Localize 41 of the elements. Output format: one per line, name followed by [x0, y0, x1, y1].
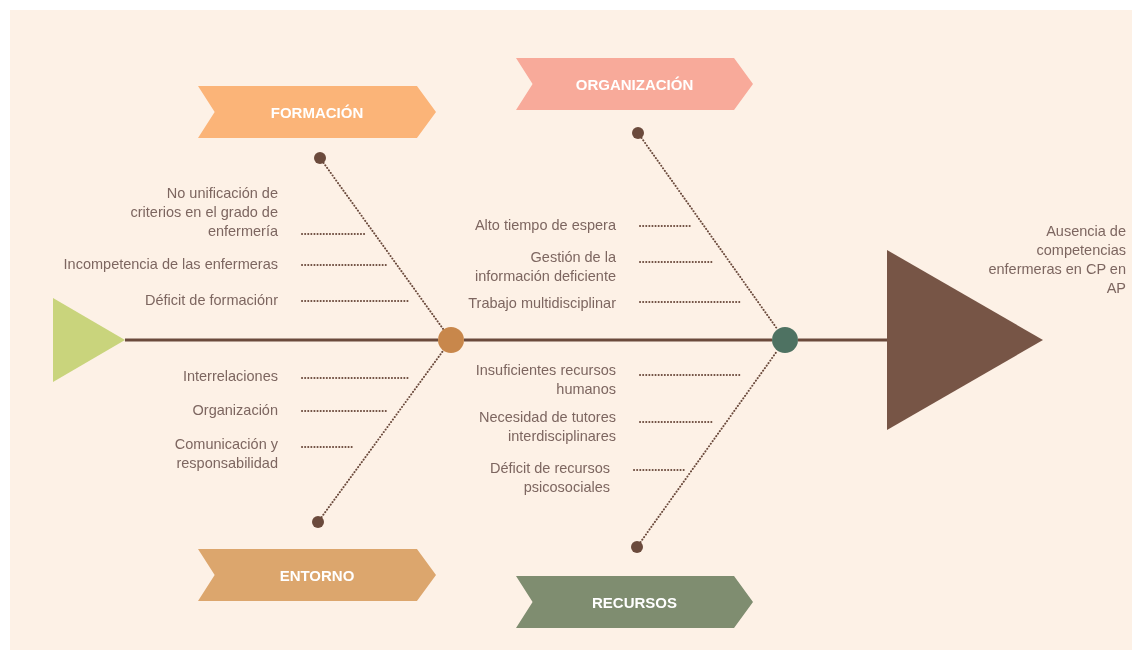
spine-line	[798, 338, 887, 342]
spine-line	[464, 338, 772, 342]
category-label: ORGANIZACIÓN	[574, 75, 695, 93]
leader-line	[301, 300, 411, 302]
category-label: ENTORNO	[278, 566, 356, 584]
bone-line	[640, 136, 779, 331]
leader-line	[639, 225, 691, 227]
cause-text: Gestión de la información deficiente	[460, 248, 640, 288]
cause-text: Trabajo multidisciplinar	[420, 294, 640, 314]
bone-line	[322, 161, 445, 331]
leader-line	[633, 469, 685, 471]
cause-text: Interrelaciones	[100, 367, 302, 387]
spine-line	[125, 338, 438, 342]
triangle	[53, 298, 125, 382]
bone-line	[639, 349, 779, 544]
leader-line	[639, 301, 741, 303]
leader-line	[639, 374, 741, 376]
leader-line	[301, 446, 354, 448]
cause-text: Incompetencia de las enfermeras	[20, 255, 302, 275]
cause-text: Insuficientes recursos humanos	[430, 361, 640, 401]
category-chevron	[198, 86, 436, 138]
bone-line	[320, 349, 445, 519]
leader-line	[639, 421, 715, 423]
cause-text: Alto tiempo de espera	[430, 216, 640, 236]
cause-text: Necesidad de tutores interdisciplinares	[430, 408, 640, 448]
category-chevron	[516, 58, 753, 110]
cause-text: Organización	[100, 401, 302, 421]
leader-line	[301, 377, 411, 379]
cause-text: Déficit de formaciónr	[100, 291, 302, 311]
cause-text: Comunicación y responsabilidad	[110, 435, 302, 485]
category-chevron	[516, 576, 753, 628]
category-label: FORMACIÓN	[269, 103, 365, 121]
cause-text: No unificación de criterios en el grado de enfermería	[110, 184, 302, 244]
effect-text: Ausencia de competencias enfermeras en CP en AP	[987, 222, 1126, 298]
leader-line	[639, 261, 715, 263]
category-label: RECURSOS	[591, 593, 678, 611]
category-chevron	[198, 549, 436, 601]
leader-line	[301, 233, 367, 235]
leader-line	[301, 410, 387, 412]
cause-text: Déficit de recursos psicosociales	[430, 459, 634, 499]
leader-line	[301, 264, 387, 266]
